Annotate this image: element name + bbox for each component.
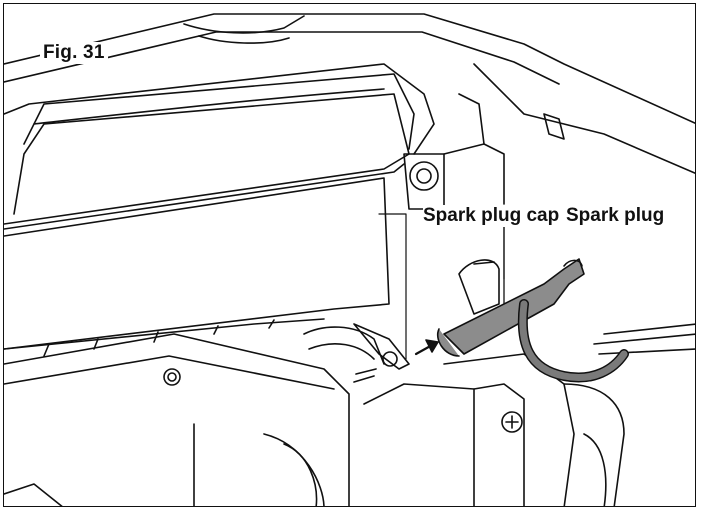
lid-panel xyxy=(4,63,435,230)
figure-label: Fig. 31 xyxy=(40,42,108,64)
top-cover xyxy=(4,13,695,175)
spark-plug-cap-label: Spark plug cap xyxy=(423,205,560,227)
engine-assembly xyxy=(303,323,695,506)
spark-plug-label: Spark plug xyxy=(566,205,665,227)
spark-plug xyxy=(458,218,505,315)
hinge-bracket xyxy=(403,93,565,210)
callout-leaders xyxy=(378,213,505,360)
figure-frame: Fig. 31 Spark plug cap Spark plug xyxy=(3,3,696,507)
lower-left-block xyxy=(4,333,350,506)
spark-plug-cap xyxy=(437,258,629,383)
spark-plug-cap-leader xyxy=(378,213,407,360)
front-panel xyxy=(4,177,390,357)
direction-arrow xyxy=(414,339,439,356)
engine-line-drawing xyxy=(4,13,695,506)
